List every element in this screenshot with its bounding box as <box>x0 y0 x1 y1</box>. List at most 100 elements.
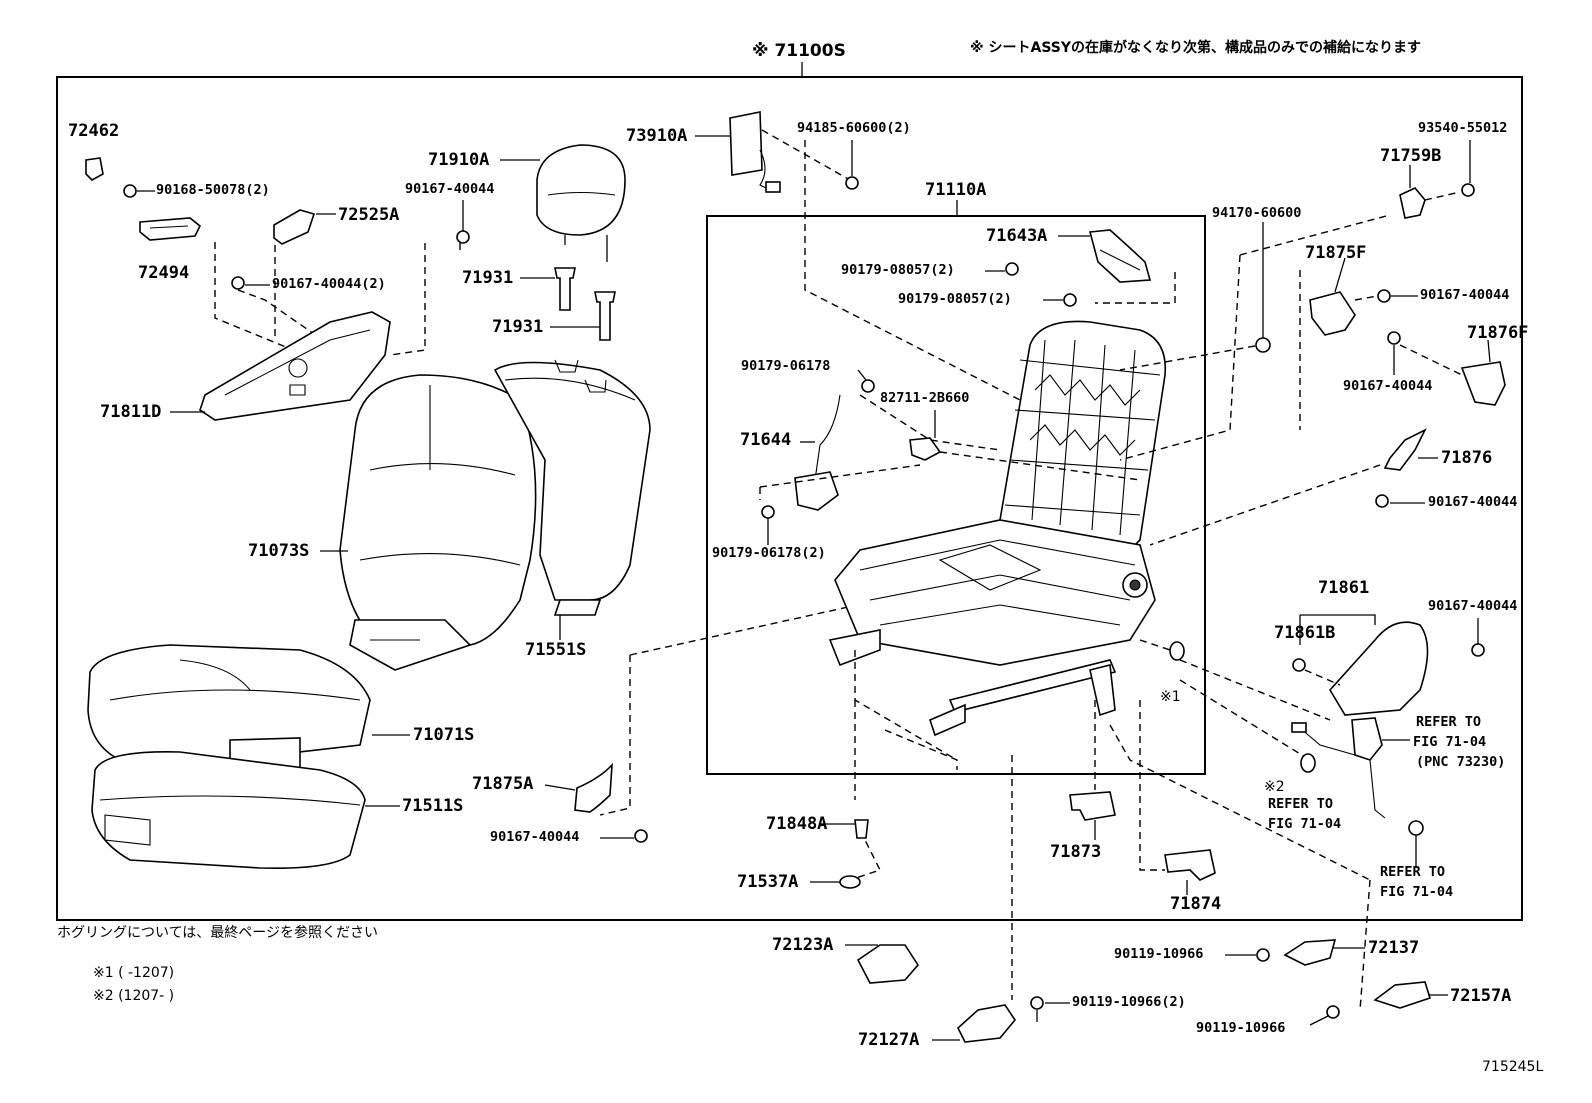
assy-number: ※ 71100S <box>752 41 846 61</box>
bolt-90167-e <box>1375 494 1389 508</box>
label-71643A: 71643A <box>986 226 1048 246</box>
label-90119-10966-b: 90119-10966 <box>1196 1020 1286 1036</box>
label-72157A: 72157A <box>1450 986 1512 1006</box>
part-71873 <box>1069 791 1116 821</box>
part-71551S <box>493 361 651 601</box>
label-71073S: 71073S <box>248 541 310 561</box>
label-90167-40044-e: 90167-40044 <box>1428 494 1518 510</box>
part-71875A <box>574 762 613 813</box>
refer-1-c: (PNC 73230) <box>1416 754 1506 770</box>
bolt-90167-c <box>1377 289 1391 303</box>
part-71073S <box>339 374 537 646</box>
label-mark1: ※1 <box>1160 689 1181 705</box>
part-72494 <box>139 217 202 241</box>
label-71848A: 71848A <box>766 814 828 834</box>
part-71759B <box>1399 187 1426 219</box>
label-90168-50078: 90168-50078(2) <box>156 182 270 198</box>
label-90167-40044-2: 90167-40044(2) <box>272 276 386 292</box>
nut-94170 <box>1255 337 1271 353</box>
label-72494: 72494 <box>138 263 190 283</box>
bolt-90119-2 <box>1030 996 1044 1010</box>
frame-assy-box <box>706 215 1206 775</box>
part-72462 <box>85 157 104 181</box>
figure-code: 715245L <box>1482 1059 1544 1075</box>
nut-90179-06178 <box>861 379 875 393</box>
refer-2-a: REFER TO <box>1268 796 1334 812</box>
part-71811D <box>199 311 391 421</box>
label-72123A: 72123A <box>772 935 834 955</box>
outer-frame <box>56 76 1523 921</box>
nut-90179-06178-2 <box>761 505 775 519</box>
footnote-2: ※2 (1207- ) <box>93 988 175 1004</box>
bolt-90119-b <box>1326 1005 1340 1019</box>
label-71537A: 71537A <box>737 872 799 892</box>
bolt-90167-d <box>1387 331 1401 345</box>
part-71071S <box>87 644 371 761</box>
refer-2-b: FIG 71-04 <box>1268 816 1342 832</box>
part-71511S <box>91 751 366 870</box>
bolt-90167-f <box>1471 643 1485 657</box>
label-90167-40044-d: 90167-40044 <box>1343 378 1433 394</box>
label-90167-40044-a: 90167-40044 <box>405 181 495 197</box>
refer-1-b: FIG 71-04 <box>1413 734 1487 750</box>
label-82711-2B660: 82711-2B660 <box>880 390 970 406</box>
label-71931-a: 71931 <box>462 268 514 288</box>
footnote-1: ※1 ( -1207) <box>93 965 175 981</box>
bolt-90119-a <box>1256 948 1270 962</box>
part-72157A <box>1373 981 1431 1009</box>
label-71876F: 71876F <box>1467 323 1529 343</box>
nut-90179-08057-a <box>1005 262 1019 276</box>
nut-buckle <box>1408 820 1424 836</box>
label-94170-60600: 94170-60600 <box>1212 205 1302 221</box>
label-71511S: 71511S <box>402 796 464 816</box>
bolt-71861B <box>1292 658 1306 672</box>
refer-3-a: REFER TO <box>1380 864 1446 880</box>
nut-94185 <box>845 176 859 190</box>
label-71874: 71874 <box>1170 894 1222 914</box>
seat-cushion-frame <box>834 519 1156 666</box>
buckle <box>1351 717 1383 761</box>
part-71644 <box>794 471 839 511</box>
seat-rail <box>948 659 1117 713</box>
part-71874 <box>1164 849 1216 881</box>
part-71876F <box>1460 361 1506 406</box>
part-72137 <box>1283 939 1337 966</box>
label-71861B: 71861B <box>1274 623 1336 643</box>
label-90167-40044-c: 90167-40044 <box>1420 287 1510 303</box>
label-94185-60600: 94185-60600(2) <box>797 120 911 136</box>
part-72127A <box>957 1004 1016 1043</box>
label-71931-b: 71931 <box>492 317 544 337</box>
part-71931-b <box>594 291 616 341</box>
label-71759B: 71759B <box>1380 146 1442 166</box>
part-71644-wire <box>814 394 841 481</box>
washer-mark2 <box>1300 753 1316 773</box>
bolt-90167-2 <box>231 276 245 290</box>
part-71875F <box>1309 291 1356 336</box>
label-71875A: 71875A <box>472 774 534 794</box>
label-90179-08057-b: 90179-08057(2) <box>898 291 1012 307</box>
part-71643A <box>1088 229 1152 283</box>
label-90167-40044-f: 90167-40044 <box>1428 598 1518 614</box>
bolt-93540 <box>1461 183 1475 197</box>
part-72123A <box>856 944 919 984</box>
label-93540-55012: 93540-55012 <box>1418 120 1508 136</box>
part-73910A <box>729 111 763 176</box>
label-71071S: 71071S <box>413 725 475 745</box>
header-note: ※ シートASSYの在庫がなくなり次第、構成品のみでの補給になります <box>970 40 1421 56</box>
part-72525A <box>273 209 316 245</box>
label-71876: 71876 <box>1441 448 1493 468</box>
label-71110A: 71110A <box>925 180 987 200</box>
label-90179-06178-2: 90179-06178(2) <box>712 545 826 561</box>
label-71873: 71873 <box>1050 842 1102 862</box>
part-71848A <box>854 819 869 839</box>
part-71876 <box>1383 428 1427 471</box>
label-71875F: 71875F <box>1305 243 1367 263</box>
label-mark2: ※2 <box>1264 779 1285 795</box>
label-72525A: 72525A <box>338 205 400 225</box>
label-72462: 72462 <box>68 121 120 141</box>
label-90167-40044-b: 90167-40044 <box>490 829 580 845</box>
label-71551S: 71551S <box>525 640 587 660</box>
part-71537A <box>839 875 861 889</box>
label-71644: 71644 <box>740 430 792 450</box>
